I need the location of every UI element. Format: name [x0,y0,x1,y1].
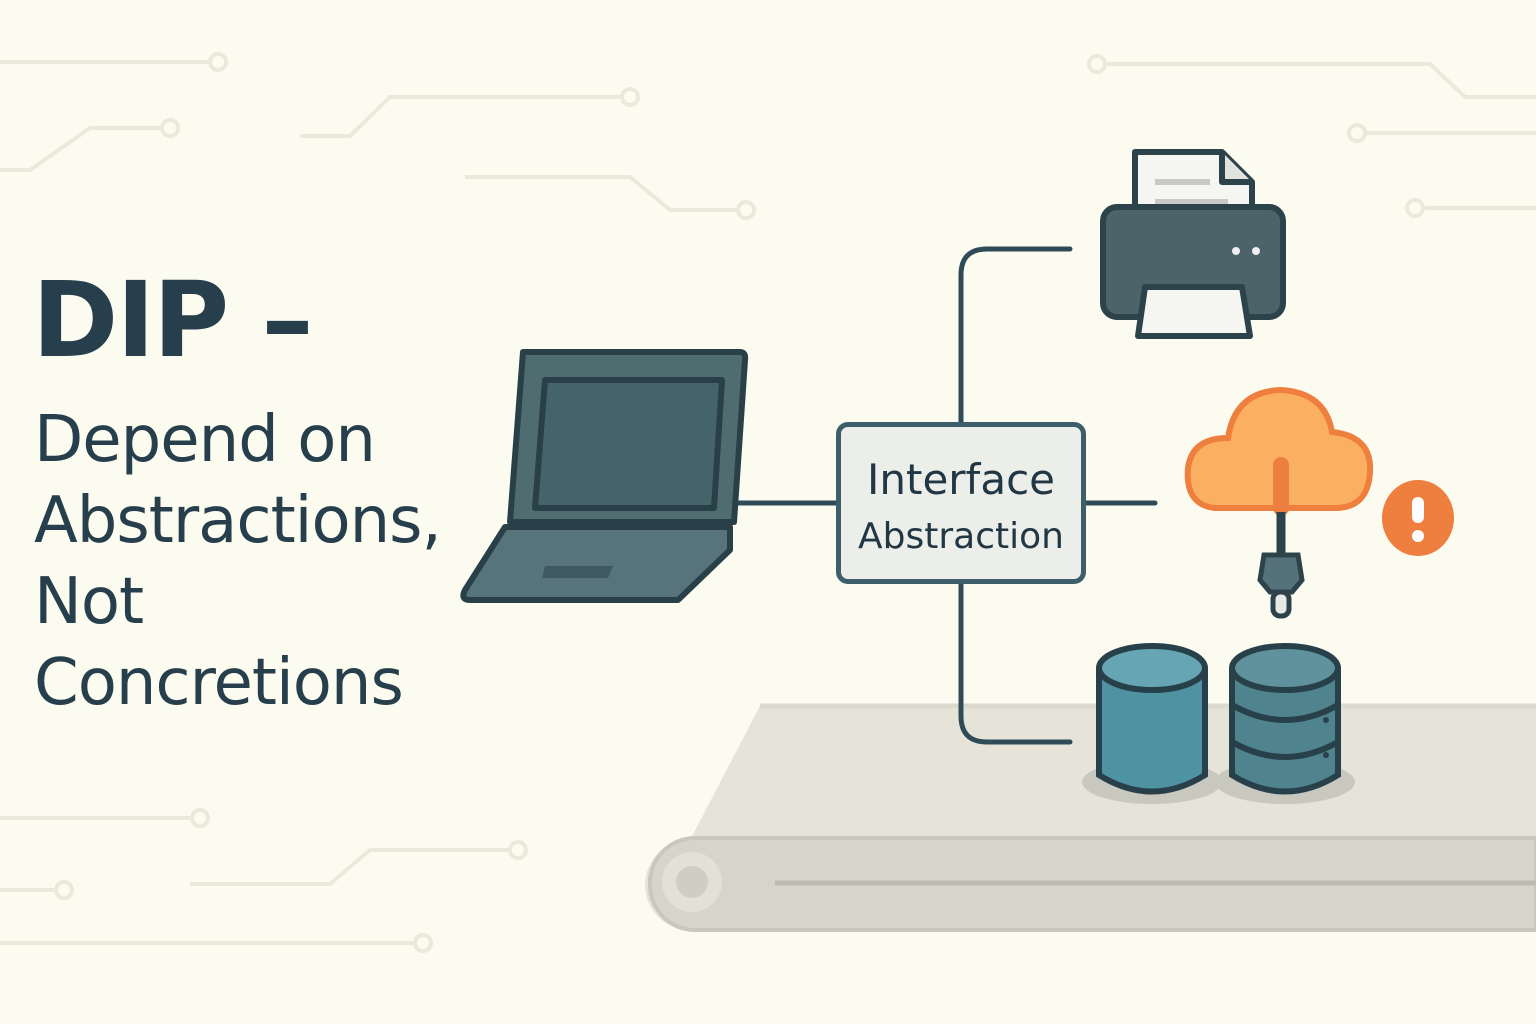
box-label-line1: Interface [866,455,1056,504]
page-title: DIP – [32,259,313,381]
subtitle-line: Not [34,565,144,639]
subtitle-line: Depend on [34,403,376,477]
server-icon [1215,643,1355,804]
subtitle-line: Concretions [34,646,404,720]
printer-icon [1100,149,1286,339]
subtitle: Depend on Abstractions, Not Concretions [34,400,442,724]
connector-lines [732,246,1158,745]
conveyor-belt [645,703,1536,932]
box-label-line2: Abstraction [858,516,1064,557]
subtitle-line: Abstractions, [34,484,442,558]
laptop-icon [460,349,749,603]
warning-icon [1382,480,1454,556]
circuit-lines [0,52,1536,953]
plug-icon [1257,512,1305,619]
interface-abstraction-box: Interface Abstraction [836,422,1086,584]
database-icon [1082,643,1222,804]
cloud-icon [1184,386,1374,516]
